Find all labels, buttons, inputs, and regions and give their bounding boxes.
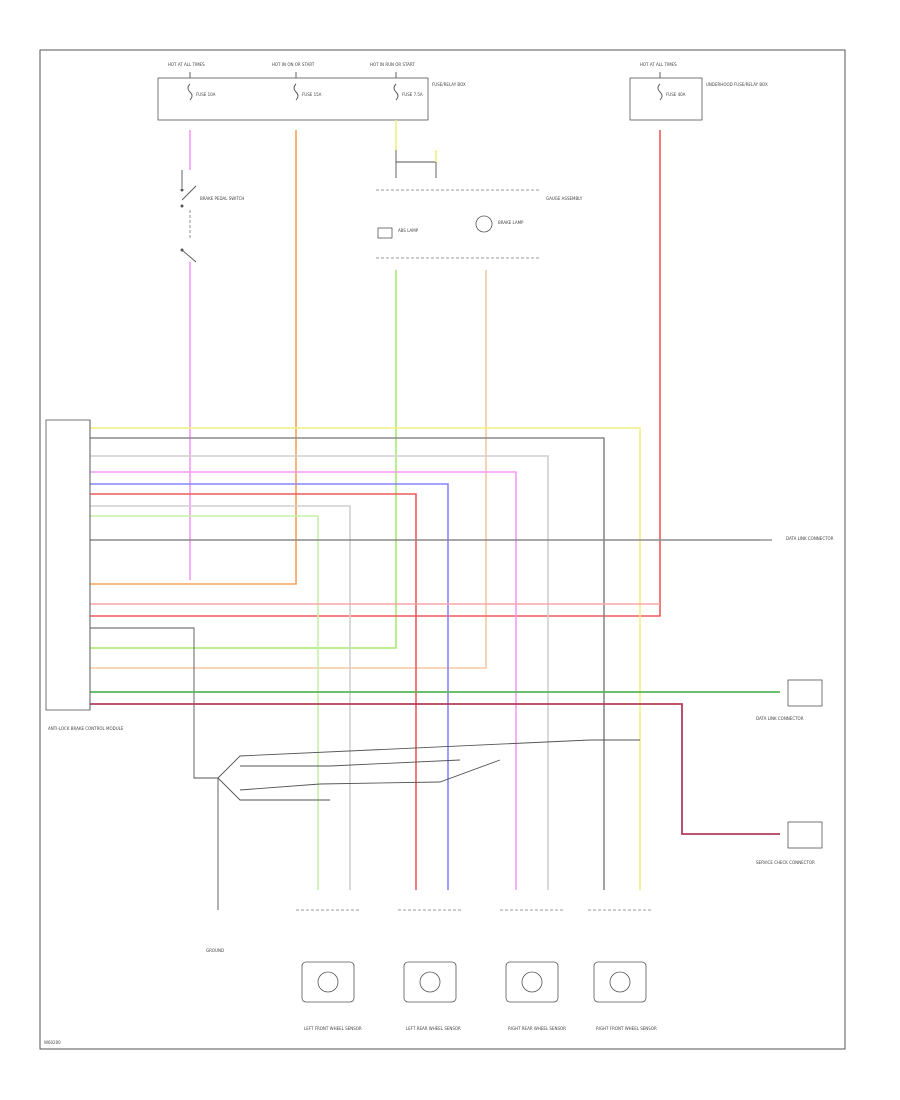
wheel-sensor-right-front: RIGHT FRONT WHEEL SENSOR [588,909,657,1031]
wheel-sensor-right-rear: RIGHT REAR WHEEL SENSOR [500,909,566,1031]
underhood-hot-label: HOT AT ALL TIMES [640,62,677,67]
sensor-label-lf: LEFT FRONT WHEEL SENSOR [304,1026,362,1031]
sensor-label-lr: LEFT REAR WHEEL SENSOR [406,1026,461,1031]
fuse-symbol-1 [187,83,193,101]
wire-lightgray-lf [90,505,351,890]
fuse-label-2: FUSE 15A [302,92,322,97]
wire-orange-brake [90,270,487,669]
sensor-label-rf: RIGHT FRONT WHEEL SENSOR [596,1026,657,1031]
shield-splice: GROUND [206,739,640,953]
gauge-label: GAUGE ASSEMBLY [546,196,583,201]
wire-orange [90,130,297,585]
fuse-label-1: FUSE 10A [196,92,216,97]
brake-switch-label: BRAKE PEDAL SWITCH [200,196,244,201]
fuse-box-caption: FUSE/RELAY BOX [432,82,466,87]
hot-label-1: HOT AT ALL TIMES [168,62,205,67]
underhood-caption: UNDERHOOD FUSE/RELAY BOX [706,82,768,87]
underhood-fuse-box: HOT AT ALL TIMES FUSE 40A UNDERHOOD FUSE… [629,62,768,121]
abs-module-outline [45,419,91,711]
wire-pink-rr [90,471,517,890]
service-check-connector-top: DATA LINK CONNECTOR [756,679,823,721]
wire-blue-lr [90,483,449,890]
wheel-sensor-left-front: LEFT FRONT WHEEL SENSOR [296,909,362,1031]
data-link-label: DATA LINK CONNECTOR [786,536,834,541]
wire-green-abs [90,270,397,649]
connector-label-bottom: SERVICE CHECK CONNECTOR [756,860,815,865]
sensor-label-rr: RIGHT REAR WHEEL SENSOR [508,1026,566,1031]
brake-lamp-label: BRAKE LAMP [498,220,524,225]
ground-label: GROUND [206,948,224,953]
wire-darkred [90,703,780,835]
footer-code: W60200 [44,1040,61,1045]
connector-box-bottom [787,821,823,849]
connector-box-top [787,679,823,707]
connector-label-top: DATA LINK CONNECTOR [756,716,804,721]
abs-lamp-symbol [377,227,393,239]
abs-control-module: ANTI-LOCK BRAKE CONTROL MODULE [45,419,124,731]
hot-label-3: HOT IN RUN OR START [370,62,415,67]
underhood-fuse-outline [629,77,703,121]
wire-green-lf [90,515,319,890]
brake-lamp-symbol [475,215,493,233]
abs-lamp-label: ABS LAMP [398,228,419,233]
brake-pedal-switch: BRAKE PEDAL SWITCH [180,170,244,263]
wheel-sensor-left-rear: LEFT REAR WHEEL SENSOR [398,909,462,1031]
fuse-box-outline [157,77,429,121]
fuse-label-3: FUSE 7.5A [402,92,423,97]
abs-module-label: ANTI-LOCK BRAKE CONTROL MODULE [48,726,124,731]
underhood-fuse-label: FUSE 40A [666,92,686,97]
fuse-symbol-2 [293,83,299,101]
wire-yellow-rf [90,427,641,890]
fuse-symbol-3 [393,83,399,101]
wire-red-power [90,130,661,617]
data-link-connector: DATA LINK CONNECTOR [760,536,834,541]
wire-lightgray-rr [90,455,549,890]
underhood-fuse-symbol [657,83,663,101]
diagram-frame [39,49,846,1050]
hot-label-2: HOT IN ON OR START [272,62,315,67]
wire-red-lr [90,493,417,890]
service-check-connector-bottom: SERVICE CHECK CONNECTOR [756,821,823,865]
gauge-assembly: GAUGE ASSEMBLY ABS LAMP BRAKE LAMP [376,150,583,259]
wire-black-ground [90,627,218,779]
fuse-relay-box: HOT AT ALL TIMES HOT IN ON OR START HOT … [157,62,466,121]
wire-gray-rf [90,437,605,890]
